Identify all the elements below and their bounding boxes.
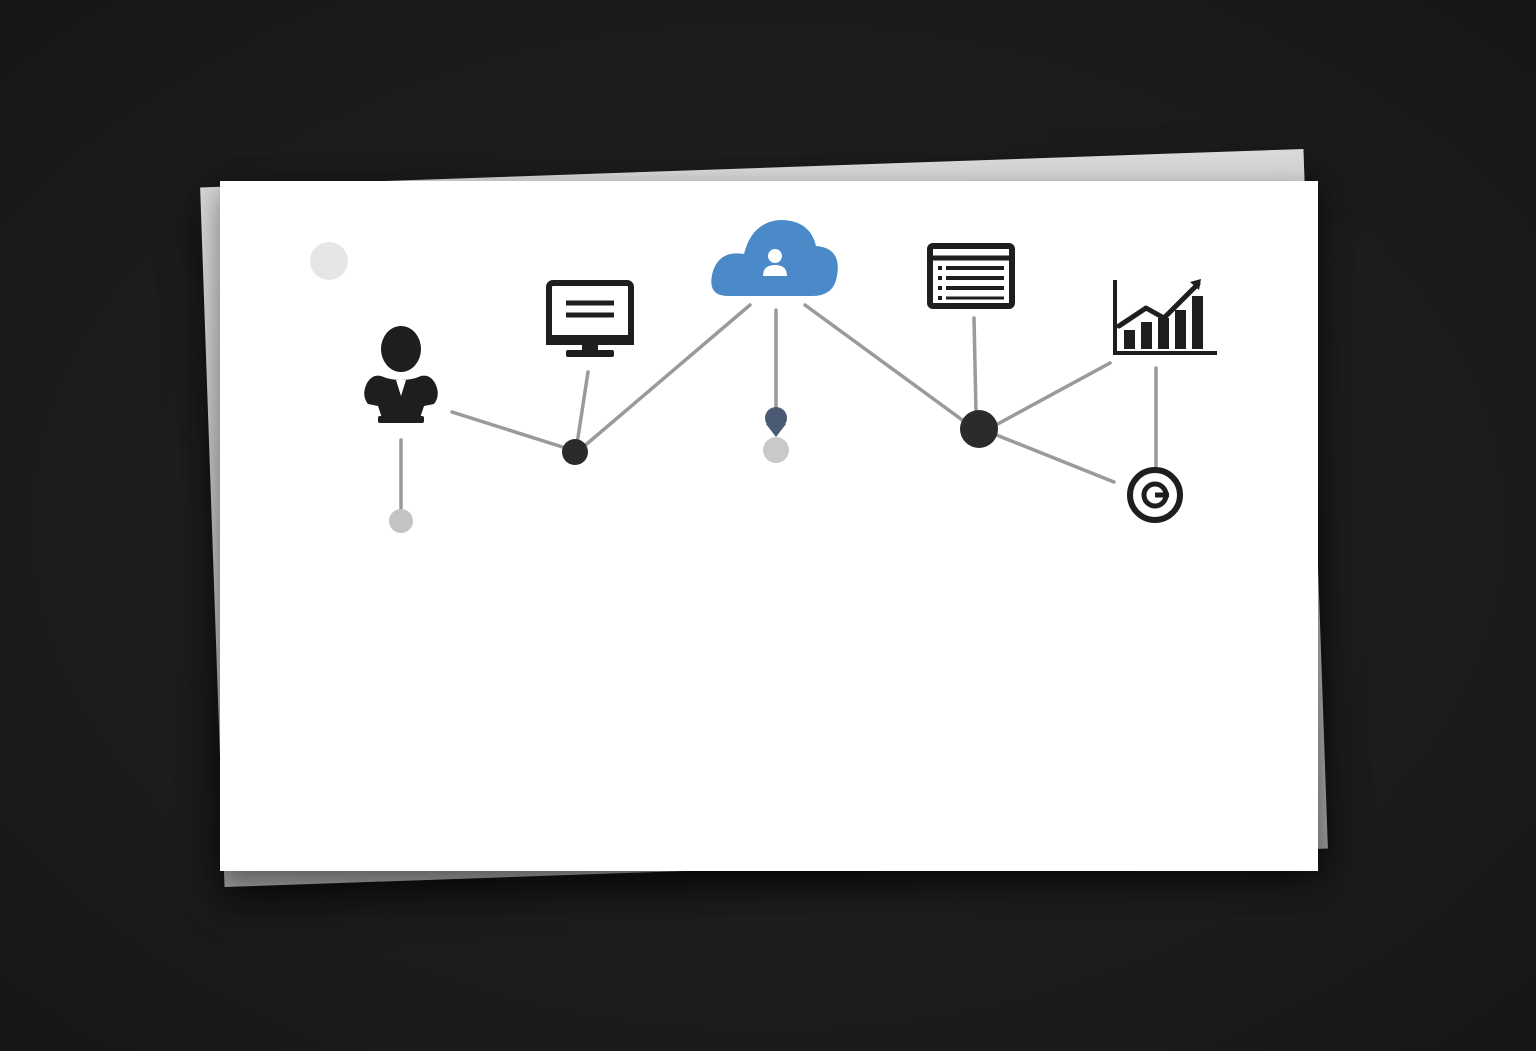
- cloud-user-icon: [711, 220, 838, 296]
- junction-dot: [562, 439, 588, 465]
- connector-hub-target: [992, 432, 1116, 484]
- person-icon: [364, 326, 438, 423]
- connector-junction-cloud: [580, 303, 752, 450]
- connector-document-hub: [972, 316, 978, 414]
- decorative-dot: [310, 242, 348, 280]
- connector-hub-chart: [992, 361, 1112, 428]
- bar-chart-icon: [1113, 279, 1217, 355]
- target-icon: [1127, 467, 1183, 523]
- endpoint-dot-person: [389, 509, 413, 533]
- document-icon: [927, 243, 1015, 309]
- connector-cloud-hub: [803, 303, 967, 424]
- connector-monitor-junction: [575, 370, 590, 446]
- connector-person-junction: [450, 410, 574, 452]
- endpoint-dot-cloud: [763, 437, 789, 463]
- pin-icon: [765, 407, 787, 437]
- hub-dot: [960, 410, 998, 448]
- monitor-icon: [546, 280, 634, 357]
